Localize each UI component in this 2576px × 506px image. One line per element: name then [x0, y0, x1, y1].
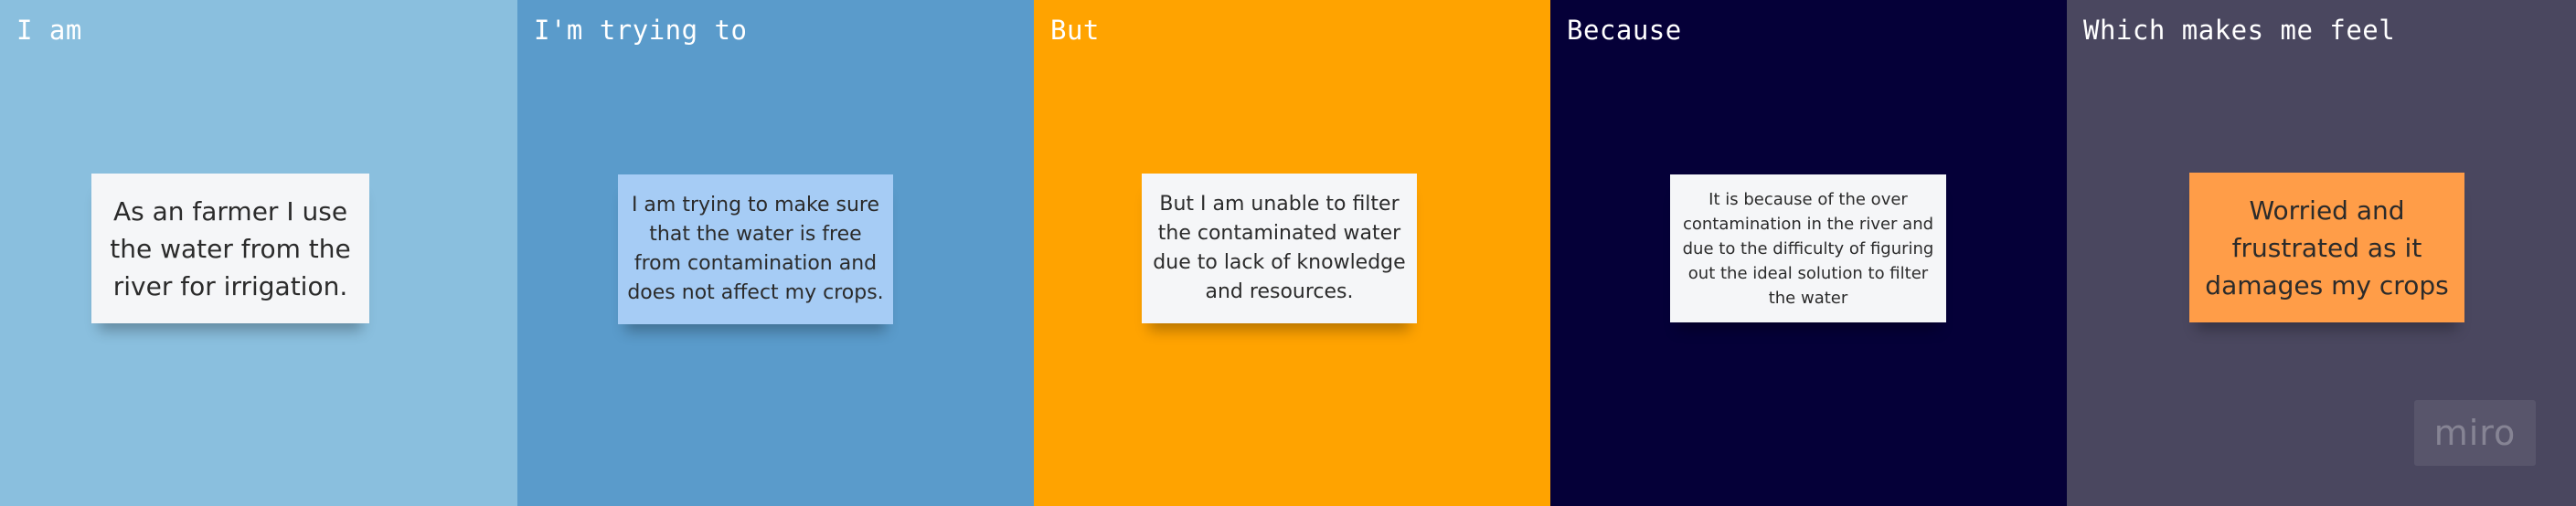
column-i-am: I am As an farmer I use the water from t…: [0, 0, 517, 506]
column-title: I'm trying to: [534, 15, 748, 46]
column-which-makes-me-feel: Which makes me feel Worried and frustrat…: [2067, 0, 2576, 506]
column-because: Because It is because of the over contam…: [1550, 0, 2067, 506]
column-title: Which makes me feel: [2083, 15, 2396, 46]
column-im-trying-to: I'm trying to I am trying to make sure t…: [517, 0, 1034, 506]
column-title: I am: [16, 15, 82, 46]
miro-watermark-logo: miro: [2414, 400, 2536, 466]
sticky-note[interactable]: I am trying to make sure that the water …: [618, 174, 893, 324]
sticky-note-text: But I am unable to filter the contaminat…: [1153, 193, 1406, 303]
miro-watermark-text: miro: [2433, 413, 2517, 453]
column-but: But But I am unable to filter the contam…: [1034, 0, 1550, 506]
sticky-note[interactable]: Worried and frustrated as it damages my …: [2189, 173, 2464, 322]
sticky-note[interactable]: It is because of the over contamination …: [1670, 174, 1946, 322]
column-title: Because: [1567, 15, 1682, 46]
sticky-note-text: As an farmer I use the water from the ri…: [110, 195, 351, 301]
sticky-note-text: I am trying to make sure that the water …: [627, 194, 884, 304]
sticky-note[interactable]: But I am unable to filter the contaminat…: [1142, 174, 1417, 323]
sticky-note-text: Worried and frustrated as it damages my …: [2205, 195, 2449, 300]
sticky-note-text: It is because of the over contamination …: [1682, 189, 1934, 308]
column-title: But: [1050, 15, 1100, 46]
sticky-note[interactable]: As an farmer I use the water from the ri…: [91, 174, 369, 323]
